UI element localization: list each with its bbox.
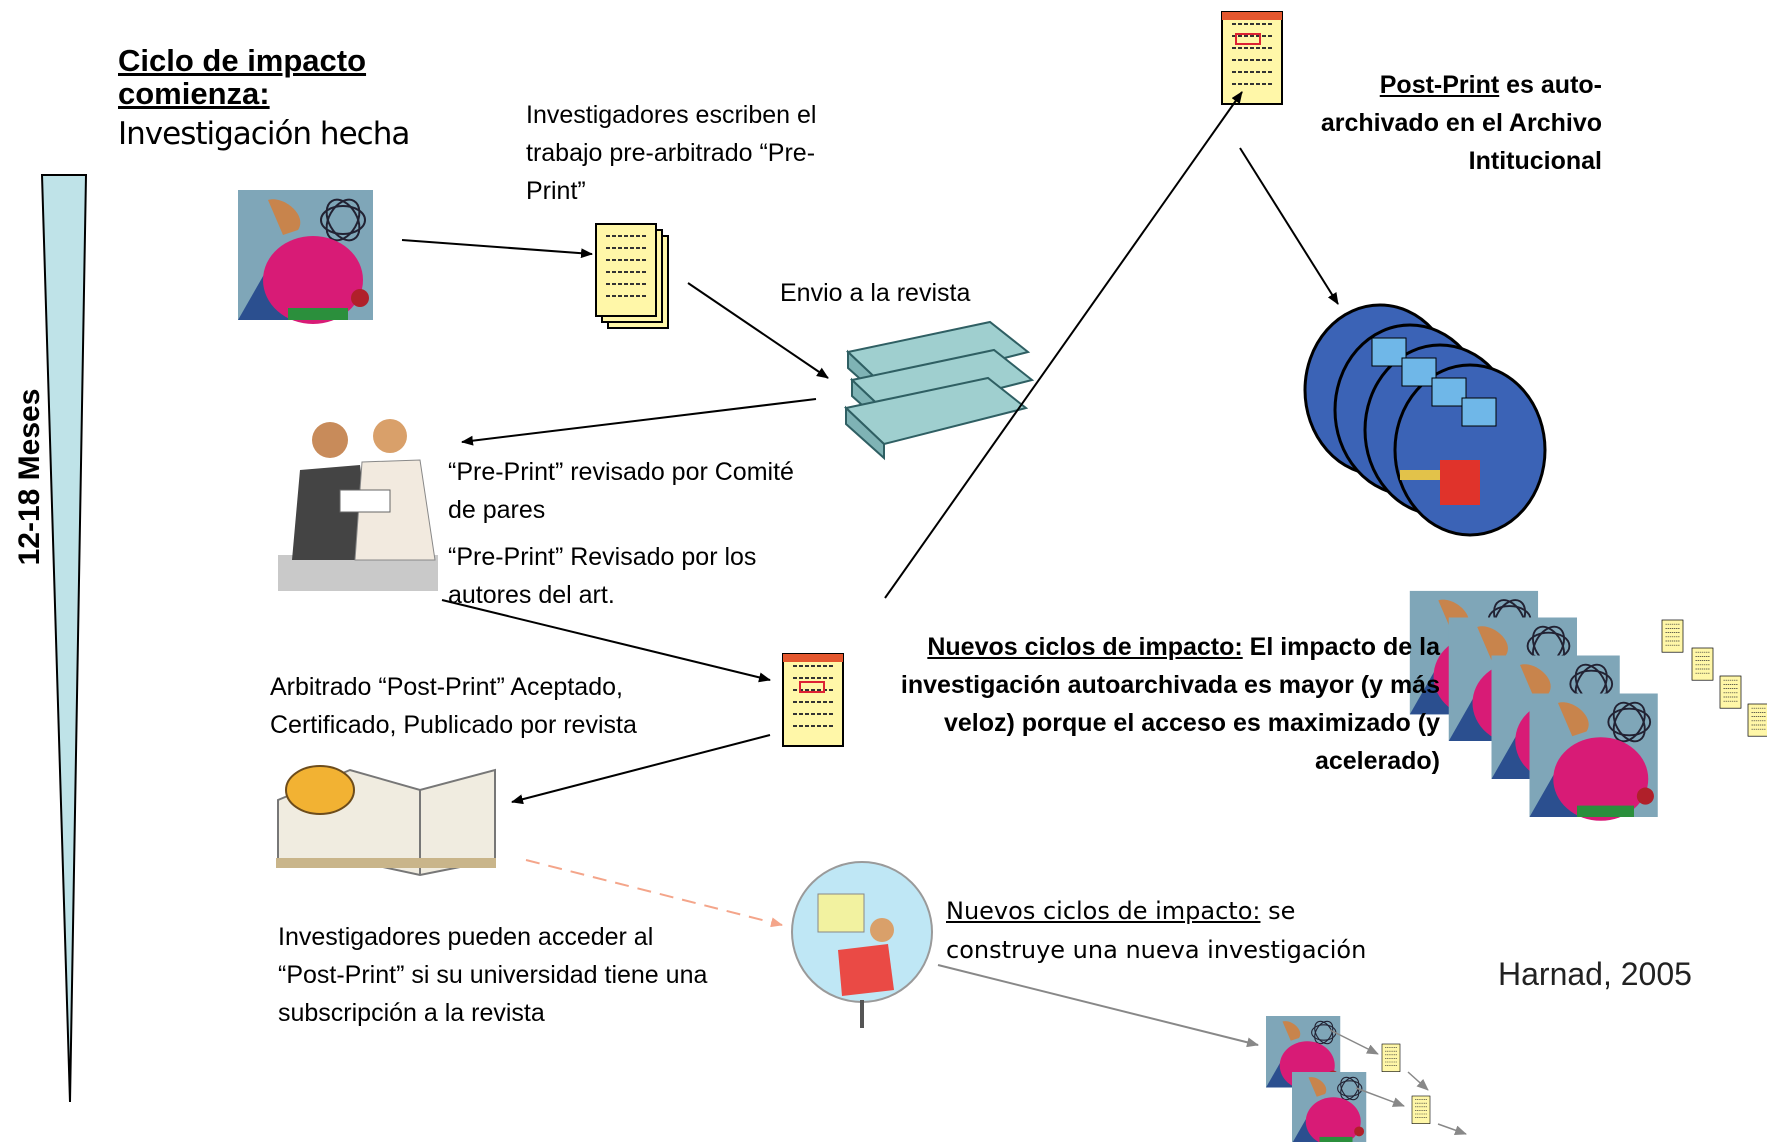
researcher-icon bbox=[237, 189, 374, 325]
cycle-start-heading: Ciclo de impacto comienza: bbox=[118, 43, 367, 111]
new-research-cycles-icon bbox=[1265, 1015, 1431, 1142]
postprint-doc-icon bbox=[782, 653, 844, 747]
timeline-wedge bbox=[40, 174, 88, 1103]
new-impact-cycles-icon bbox=[1408, 589, 1767, 822]
archive-note-term: Post-Print bbox=[1379, 71, 1500, 99]
new-cycles-research-note: Nuevos ciclos de impacto: se construye u… bbox=[946, 892, 1406, 970]
archive-note-text: es auto- archivado en el Archivo Intituc… bbox=[1320, 71, 1602, 175]
dashed-arrow-book-to-reader bbox=[525, 859, 783, 928]
arrow-postprint-to-book bbox=[511, 734, 771, 805]
cycle-start-subheading: Investigación hecha bbox=[118, 116, 410, 152]
step-postprint-accepted: Arbitrado “Post-Print” Aceptado, Certifi… bbox=[270, 673, 637, 739]
arrow-preprint-to-journal bbox=[687, 282, 829, 379]
arrow-research-to-preprint bbox=[401, 239, 593, 259]
arrow-to-archived-postprint bbox=[884, 91, 1243, 599]
step-author-revision: “Pre-Print” Revisado por los autores del… bbox=[448, 543, 757, 609]
arrow-archived-to-repository bbox=[1239, 147, 1339, 305]
arrow-journal-to-reviewers bbox=[461, 398, 817, 446]
published-journal-book-icon bbox=[276, 765, 496, 877]
archived-postprint-doc-icon bbox=[1221, 11, 1283, 105]
journal-stack-icon bbox=[843, 320, 1035, 461]
step-subscription-access: Investigadores pueden acceder al “Post-P… bbox=[278, 923, 708, 1027]
step-submit-journal: Envio a la revista bbox=[780, 279, 971, 307]
arrow-reader-to-new-research bbox=[937, 964, 1259, 1048]
new-cycles-oa-text: El impacto de la investigación autoarchi… bbox=[900, 633, 1440, 775]
timeline-label-text: 12-18 Meses bbox=[13, 388, 46, 566]
preprint-doc-icon bbox=[595, 223, 669, 329]
new-cycles-research-text: se construye una nueva investigación bbox=[946, 897, 1367, 964]
archive-note: Post-Print es auto- archivado en el Arch… bbox=[1310, 66, 1602, 180]
new-cycles-oa-term: Nuevos ciclos de impacto: bbox=[927, 633, 1243, 661]
arrow-review-to-postprint bbox=[441, 599, 771, 683]
new-cycles-research-term: Nuevos ciclos de impacto: bbox=[946, 897, 1261, 925]
step-write-preprint: Investigadores escriben el trabajo pre-a… bbox=[526, 101, 817, 205]
researcher-at-computer-icon bbox=[791, 861, 933, 1028]
institutional-archive-icon bbox=[1303, 303, 1547, 537]
new-cycles-oa-note: Nuevos ciclos de impacto: El impacto de … bbox=[890, 628, 1440, 780]
step-peer-review: “Pre-Print” revisado por Comité de pares bbox=[448, 458, 794, 524]
reviewers-icon bbox=[278, 419, 438, 591]
citation: Harnad, 2005 bbox=[1498, 956, 1692, 992]
